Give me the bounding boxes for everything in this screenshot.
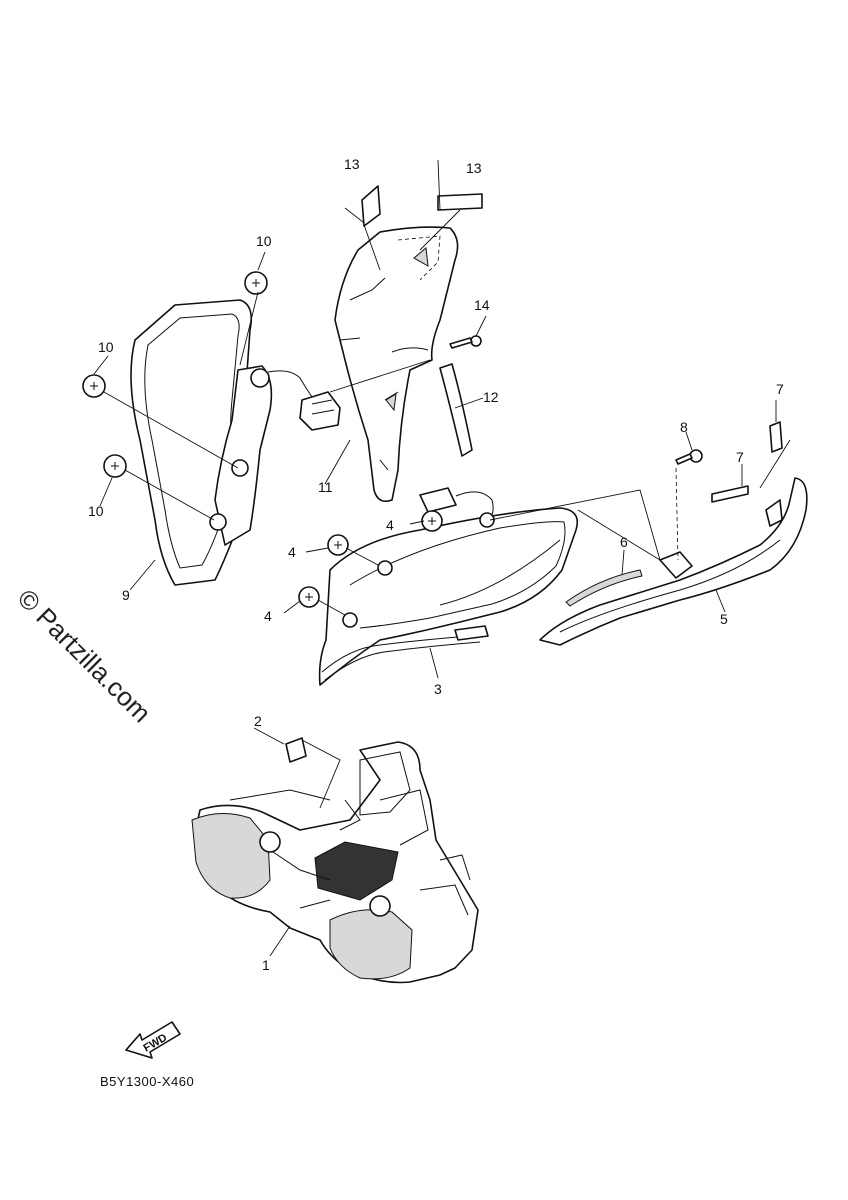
callout-7-top: 7: [776, 381, 784, 397]
grommet-4-c: [298, 586, 320, 608]
callout-12: 12: [483, 389, 499, 405]
callout-14: 14: [474, 297, 490, 313]
part-3-lower-cover: [318, 487, 579, 686]
assembly-lines: [329, 359, 661, 561]
fwd-label: FWD: [142, 1032, 170, 1055]
part-6-strip: [565, 569, 643, 607]
grommet-10-top: [244, 271, 268, 295]
part-10-grommets: [82, 271, 268, 521]
callout-5: 5: [720, 611, 728, 627]
callout-11: 11: [318, 479, 333, 495]
part-7-labels: [711, 400, 791, 503]
callout-4-b: 4: [288, 544, 296, 560]
callout-9: 9: [122, 587, 130, 603]
part-2-clip: [253, 727, 341, 809]
part-11-upper-panel: [334, 226, 459, 503]
part-14-screw: [449, 315, 487, 349]
part-12-strip: [439, 363, 473, 457]
callout-3: 3: [434, 681, 442, 697]
callout-8: 8: [680, 419, 688, 435]
callout-10-low: 10: [88, 503, 104, 519]
part-1-headlight-assembly: [191, 741, 479, 984]
grommet-10-low: [103, 454, 127, 478]
callout-10-top: 10: [256, 233, 272, 249]
part-13-labels: [344, 159, 483, 271]
fwd-arrow: FWD: [125, 1021, 181, 1059]
grommet-4-b: [327, 534, 349, 556]
callout-13-right: 13: [466, 160, 482, 176]
callout-labels: 13 13 10 14 10 7 12 8 7 11 10 4 6 4 9 4 …: [88, 156, 784, 973]
part-8-bolt: [675, 431, 703, 561]
callout-13-left: 13: [344, 156, 360, 172]
partzilla-watermark: © Partzilla.com: [12, 583, 157, 728]
callout-7-mid: 7: [736, 449, 744, 465]
part-9-side-cover: [130, 299, 341, 586]
grommet-4-a: [421, 510, 443, 532]
diagram-code: B5Y1300-X460: [100, 1074, 194, 1089]
callout-leaders: [93, 251, 726, 957]
callout-6: 6: [620, 534, 628, 550]
grommet-10-mid: [82, 374, 106, 398]
callout-4-a: 4: [386, 517, 394, 533]
callout-2: 2: [254, 713, 262, 729]
part-5-right-cover: [539, 477, 808, 646]
callout-1: 1: [262, 957, 270, 973]
callout-10-mid: 10: [98, 339, 114, 355]
callout-4-c: 4: [264, 608, 272, 624]
part-4-grommets: [298, 510, 443, 616]
